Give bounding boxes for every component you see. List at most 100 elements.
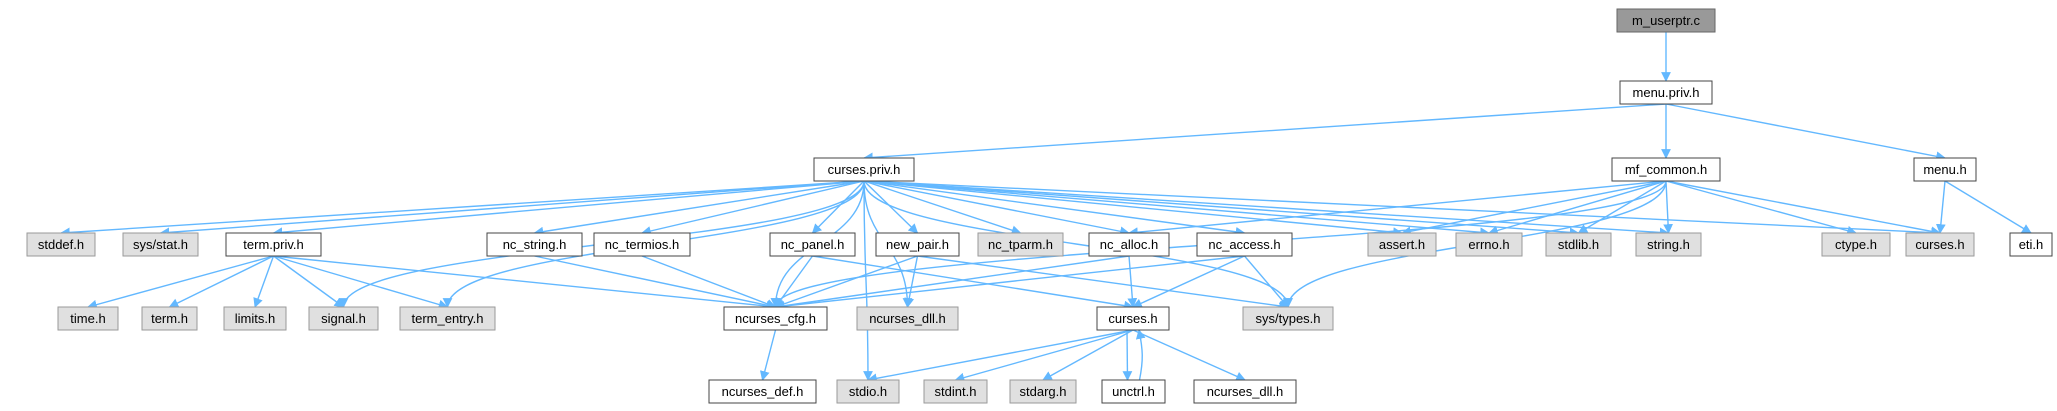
node-sys-stat[interactable]: sys/stat.h xyxy=(122,232,199,257)
edge-nc_panel-to-curses_h xyxy=(812,255,1134,311)
node-curses-h-g[interactable]: curses.h xyxy=(1905,232,1975,257)
edge-nc_termios-to-ncurses_cfg xyxy=(641,255,777,309)
node-unctrl[interactable]: unctrl.h xyxy=(1101,379,1166,404)
node-box xyxy=(1009,379,1077,404)
node-menu-priv[interactable]: menu.priv.h xyxy=(1619,80,1713,105)
node-ncurses-def[interactable]: ncurses_def.h xyxy=(708,379,817,404)
edge-menu_h-to-curses_h_g xyxy=(1935,180,1946,234)
node-ctype[interactable]: ctype.h xyxy=(1821,232,1891,257)
node-string[interactable]: string.h xyxy=(1635,232,1702,257)
node-box xyxy=(26,232,96,257)
edge-curses_h-to-unctrl xyxy=(1122,329,1133,381)
node-stdlib[interactable]: stdlib.h xyxy=(1545,232,1612,257)
node-label: stdio.h xyxy=(849,384,887,399)
node-box xyxy=(1196,232,1293,257)
node-errno[interactable]: errno.h xyxy=(1455,232,1523,257)
node-label: term.h xyxy=(151,311,188,326)
node-box xyxy=(1242,306,1334,331)
node-label: signal.h xyxy=(321,311,366,326)
node-box xyxy=(1367,232,1437,257)
node-box xyxy=(399,306,496,331)
node-eti[interactable]: eti.h xyxy=(2009,232,2053,257)
edge-ncurses_cfg-to-ncurses_def xyxy=(759,329,777,381)
node-sys-types[interactable]: sys/types.h xyxy=(1242,306,1334,331)
node-nc-alloc[interactable]: nc_alloc.h xyxy=(1088,232,1170,257)
node-label: stdarg.h xyxy=(1020,384,1067,399)
node-box xyxy=(813,157,915,182)
node-box xyxy=(769,232,856,257)
node-curses-h[interactable]: curses.h xyxy=(1096,306,1170,331)
edge-curses_priv-to-stdio xyxy=(863,180,873,381)
edge-curses_priv-to-sys_types xyxy=(863,180,1293,308)
edge-curses_priv-to-nc_string xyxy=(533,180,865,237)
node-label: m_userptr.c xyxy=(1632,13,1700,28)
node-time[interactable]: time.h xyxy=(57,306,119,331)
node-box xyxy=(875,232,960,257)
node-assert[interactable]: assert.h xyxy=(1367,232,1437,257)
node-box xyxy=(1616,8,1716,33)
node-nc-string[interactable]: nc_string.h xyxy=(486,232,583,257)
edge-mf_common-to-curses_h_g xyxy=(1665,180,1941,237)
edge-curses_priv-to-nc_tparm xyxy=(863,180,1022,235)
node-box xyxy=(593,232,691,257)
edges-layer xyxy=(60,32,2032,384)
edge-curses_h-to-stdio xyxy=(867,329,1134,384)
node-label: nc_panel.h xyxy=(781,237,845,252)
node-nc-panel[interactable]: nc_panel.h xyxy=(769,232,856,257)
node-new-pair[interactable]: new_pair.h xyxy=(875,232,960,257)
node-label: stdint.h xyxy=(935,384,977,399)
node-stdio[interactable]: stdio.h xyxy=(836,379,900,404)
node-stddef[interactable]: stddef.h xyxy=(26,232,96,257)
node-box xyxy=(2009,232,2053,257)
node-box xyxy=(486,232,583,257)
node-signal[interactable]: signal.h xyxy=(308,306,379,331)
edge-mf_common-to-ctype xyxy=(1665,180,1857,236)
node-nc-access[interactable]: nc_access.h xyxy=(1196,232,1293,257)
edge-curses_priv-to-nc_access xyxy=(863,180,1246,237)
edge-mf_common-to-errno xyxy=(1488,180,1667,236)
edge-curses_priv-to-stdlib xyxy=(863,180,1580,238)
nodes-layer: m_userptr.c menu.priv.h curses.priv.h mf_co… xyxy=(26,8,2053,404)
node-ncurses-dll[interactable]: ncurses_dll.h xyxy=(1193,379,1297,404)
node-term-priv[interactable]: term.priv.h xyxy=(225,232,322,257)
node-box xyxy=(1088,232,1170,257)
node-label: term_entry.h xyxy=(411,311,483,326)
node-label: nc_string.h xyxy=(503,237,567,252)
node-label: eti.h xyxy=(2019,237,2044,252)
node-ncurses-dll-g[interactable]: ncurses_dll.h xyxy=(856,306,959,331)
node-box xyxy=(223,306,287,331)
node-mf-common[interactable]: mf_common.h xyxy=(1611,157,1721,182)
node-label: time.h xyxy=(70,311,105,326)
node-label: ncurses_dll.h xyxy=(1207,384,1284,399)
node-term[interactable]: term.h xyxy=(141,306,198,331)
edge-curses_priv-to-stddef xyxy=(60,180,865,238)
node-ncurses-cfg[interactable]: ncurses_cfg.h xyxy=(723,306,828,331)
node-label: ncurses_dll.h xyxy=(869,311,946,326)
node-stdarg[interactable]: stdarg.h xyxy=(1009,379,1077,404)
node-box xyxy=(1101,379,1166,404)
node-label: curses.priv.h xyxy=(828,162,901,177)
node-nc-termios[interactable]: nc_termios.h xyxy=(593,232,691,257)
node-curses-priv[interactable]: curses.priv.h xyxy=(813,157,915,182)
node-label: ncurses_def.h xyxy=(722,384,804,399)
edge-mf_common-to-stdlib xyxy=(1577,180,1667,234)
node-menu-h[interactable]: menu.h xyxy=(1913,157,1977,182)
edge-curses_priv-to-new_pair xyxy=(863,180,919,234)
edge-nc_access-to-sys_types xyxy=(1243,255,1289,308)
node-limits[interactable]: limits.h xyxy=(223,306,287,331)
node-stdint[interactable]: stdint.h xyxy=(923,379,988,404)
node-box xyxy=(708,379,817,404)
node-label: sys/stat.h xyxy=(133,237,188,252)
node-label: term.priv.h xyxy=(243,237,303,252)
node-box xyxy=(836,379,900,404)
edge-nc_panel-to-ncurses_cfg xyxy=(774,255,814,308)
node-nc-tparm[interactable]: nc_tparm.h xyxy=(977,232,1064,257)
edge-curses_priv-to-string xyxy=(863,180,1670,238)
node-box xyxy=(141,306,198,331)
node-label: ctype.h xyxy=(1835,237,1877,252)
node-term-entry[interactable]: term_entry.h xyxy=(399,306,496,331)
node-box xyxy=(1545,232,1612,257)
edge-menu_h-to-eti xyxy=(1944,180,2032,234)
node-label: mf_common.h xyxy=(1625,162,1707,177)
node-m-userptr[interactable]: m_userptr.c xyxy=(1616,8,1716,33)
